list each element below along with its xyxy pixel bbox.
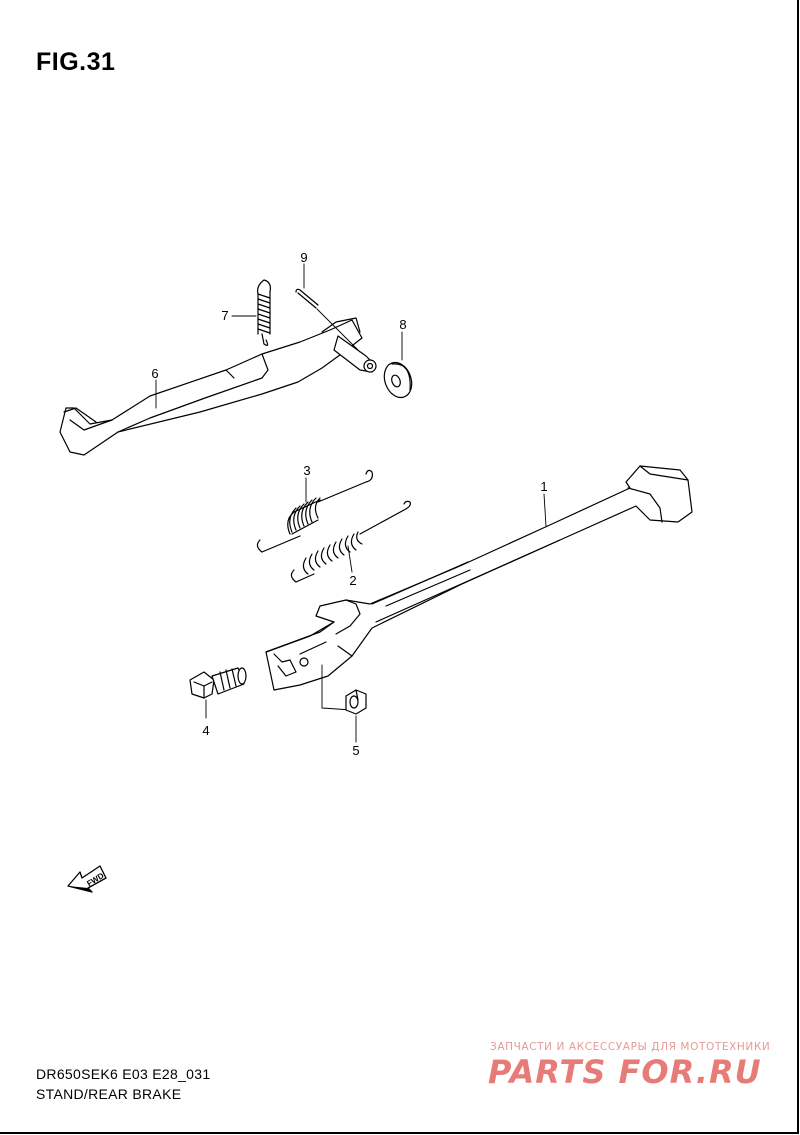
cotter-pin-part-9 — [295, 288, 361, 353]
model-code: DR650SEK6 E03 E28_031 — [36, 1066, 211, 1082]
part-number-4: 4 — [202, 723, 209, 738]
stand-spring-part-3 — [256, 469, 373, 553]
side-stand-part-1 — [265, 465, 693, 711]
stand-spring-part-2 — [290, 500, 411, 583]
part-number-7: 7 — [221, 308, 228, 323]
watermark-tagline: ЗАПЧАСТИ И АКСЕССУАРЫ ДЛЯ МОТОТЕХНИКИ — [490, 1041, 771, 1053]
part-number-3: 3 — [303, 463, 310, 478]
leader-line-2 — [347, 545, 353, 573]
part-number-8: 8 — [399, 317, 406, 332]
part-number-2: 2 — [349, 573, 356, 588]
leader-line-1 — [543, 493, 547, 527]
fwd-arrow-icon: FWD — [67, 865, 107, 893]
section-name: STAND/REAR BRAKE — [36, 1086, 182, 1102]
brake-pedal-part-6 — [59, 317, 377, 456]
stand-bolt-part-4 — [189, 667, 247, 699]
part-number-1: 1 — [540, 479, 547, 494]
washer-part-8 — [383, 361, 413, 399]
part-number-5: 5 — [352, 743, 359, 758]
return-spring-part-7 — [257, 279, 271, 346]
nut-part-5 — [345, 689, 367, 715]
watermark-logo: PARTS FOR.RU — [488, 1053, 762, 1091]
part-number-6: 6 — [151, 366, 158, 381]
figure-title: FIG.31 — [36, 48, 116, 76]
part-number-9: 9 — [300, 250, 307, 265]
